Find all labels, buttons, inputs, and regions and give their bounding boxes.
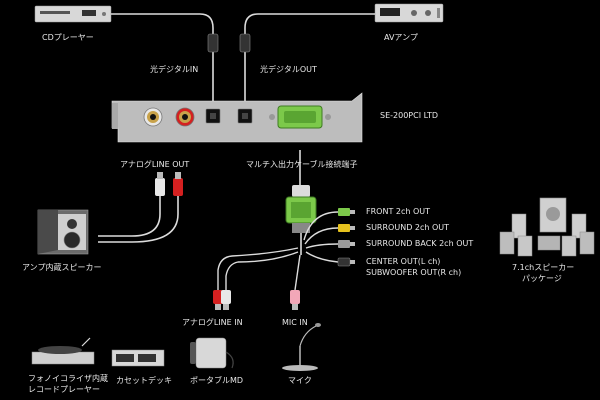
- line-out-cable: [98, 172, 183, 243]
- optical-cables: [111, 13, 375, 105]
- powered-speaker-label: アンプ内蔵スピーカー: [22, 263, 102, 272]
- powered-speaker-icon: [37, 209, 89, 255]
- optical-in-label: 光デジタルIN: [150, 65, 199, 74]
- microphone-icon: [282, 323, 321, 371]
- optical-out-label: 光デジタルOUT: [260, 65, 317, 74]
- analog-line-out-label: アナログLINE OUT: [120, 160, 190, 169]
- front-out-label: FRONT 2ch OUT: [366, 207, 431, 216]
- speaker-package-icon: [499, 197, 595, 257]
- mic-in-label: MIC IN: [282, 318, 308, 327]
- optical-plugs: [207, 33, 251, 53]
- cd-player-icon: [34, 5, 112, 23]
- card-model-label: SE-200PCI LTD: [380, 111, 439, 120]
- surround-back-out-label: SURROUND BACK 2ch OUT: [366, 239, 474, 248]
- speaker-package-label-2: パッケージ: [522, 274, 562, 283]
- multi-cable-label: マルチ入出力ケーブル接続端子: [246, 160, 358, 169]
- surround-out-label: SURROUND 2ch OUT: [366, 223, 450, 232]
- microphone-label: マイク: [288, 376, 312, 385]
- cassette-deck-icon: [111, 349, 165, 367]
- analog-line-in-label: アナログLINE IN: [182, 318, 243, 327]
- sound-card-bracket: [111, 92, 363, 143]
- record-player-icon: [31, 337, 95, 365]
- portable-md-icon: [190, 337, 234, 369]
- av-amp-label: AVアンプ: [384, 33, 418, 42]
- center-out-label: CENTER OUT(L ch): [366, 257, 441, 266]
- portable-md-label: ポータブルMD: [190, 376, 244, 385]
- speaker-package-label-1: 7.1chスピーカー: [512, 263, 575, 272]
- record-player-label-2: レコードプレーヤー: [28, 385, 100, 394]
- cassette-deck-label: カセットデッキ: [116, 376, 172, 385]
- record-player-label-1: フォノイコライザ内蔵: [28, 374, 108, 383]
- cd-player-label: CDプレーヤー: [42, 33, 94, 42]
- multi-cable-breakout: [213, 150, 355, 310]
- subwoofer-out-label: SUBWOOFER OUT(R ch): [366, 268, 462, 277]
- av-amp-icon: [374, 3, 444, 23]
